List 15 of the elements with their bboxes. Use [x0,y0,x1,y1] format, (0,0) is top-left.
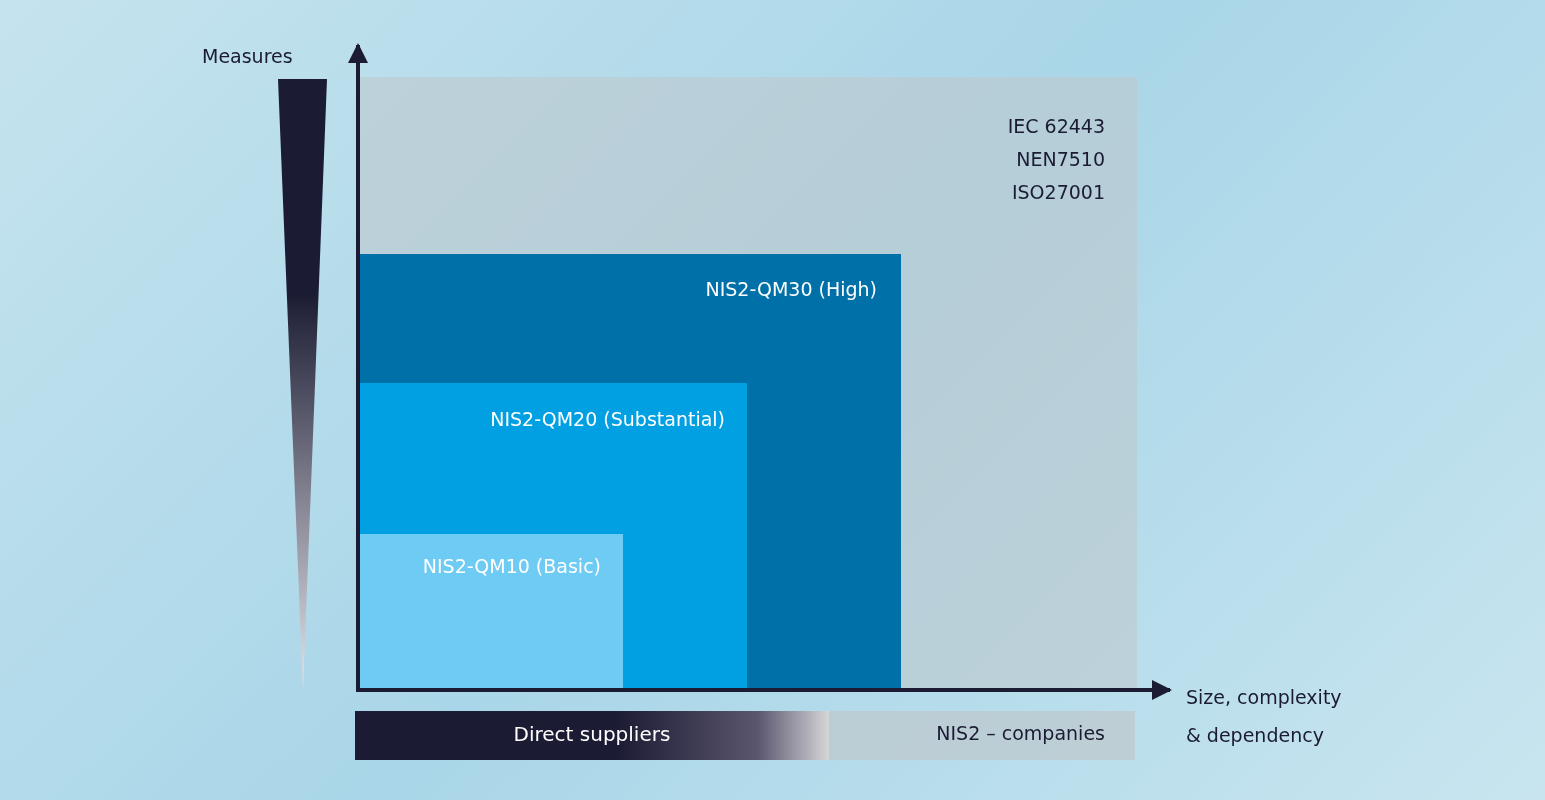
group-bar [355,711,829,760]
group-bar [829,711,1135,760]
level-label: NIS2-QM20 (Substantial) [490,408,725,430]
level-box [360,254,901,690]
level-box [360,383,747,690]
level-label: IEC 62443 [1007,115,1105,137]
axis-label: Measures [202,44,294,68]
level-box [360,534,623,690]
level-label: NIS2-QM30 (High) [705,278,877,300]
level-label: NIS2 – companies [936,722,1105,744]
level-label: Direct suppliers [512,722,672,746]
level-label: ISO27001 [1011,181,1105,203]
level-label: NEN7510 [1016,148,1105,170]
axis-label: Size, complexity & dependency [1186,685,1343,748]
level-label: NIS2-QM10 (Basic) [422,555,601,577]
